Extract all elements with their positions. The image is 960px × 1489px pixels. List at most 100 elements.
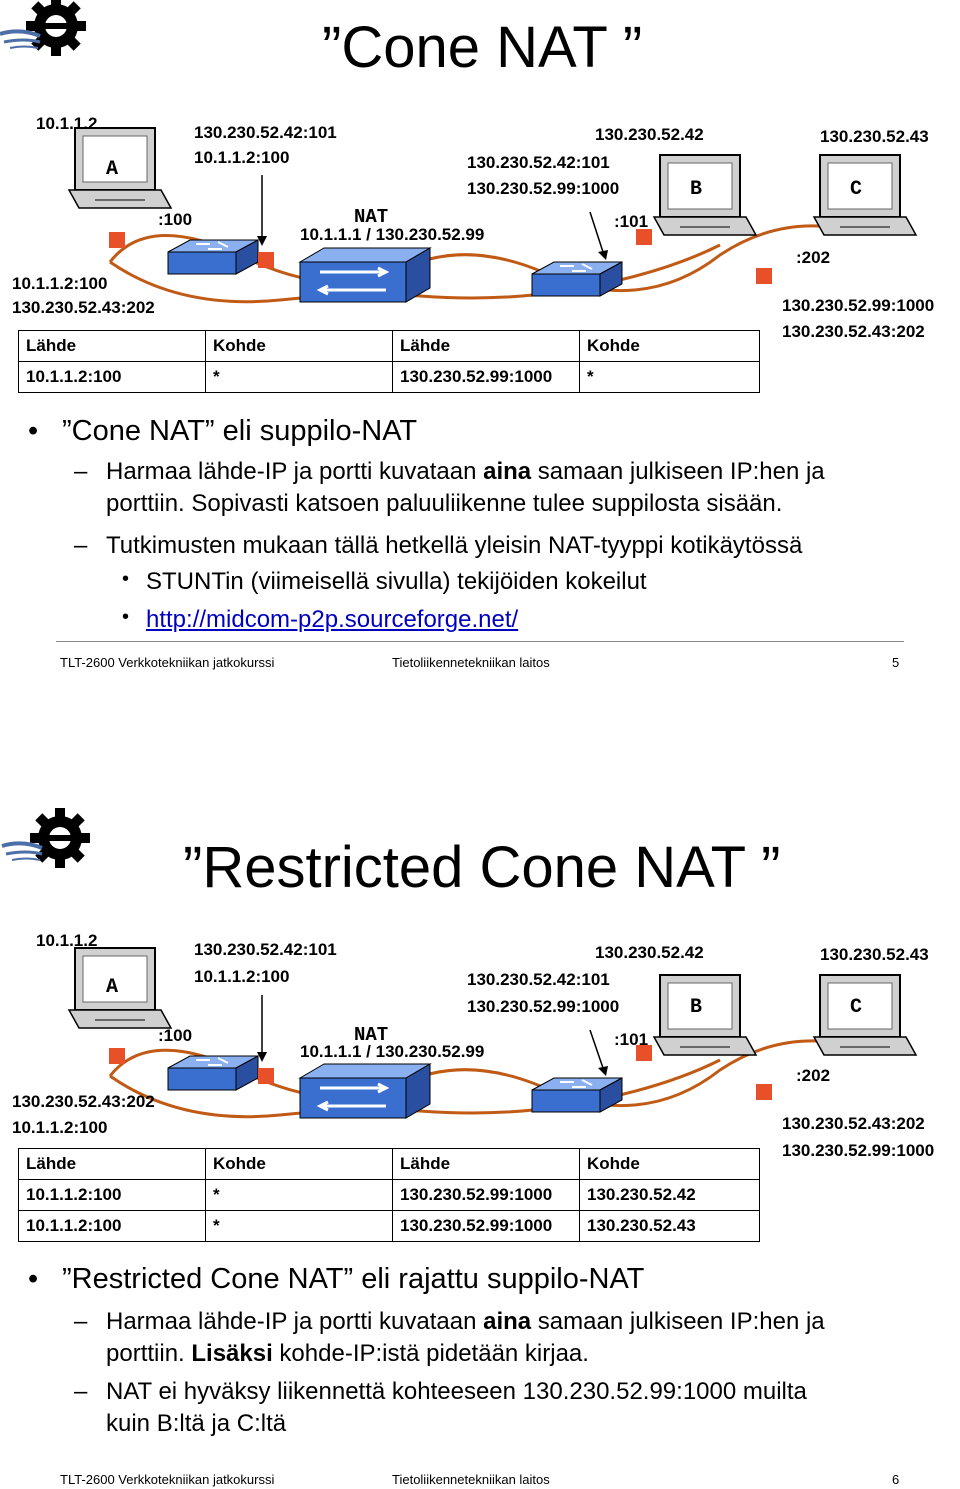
bullet-dot: • <box>28 1263 39 1295</box>
port-marker <box>636 229 652 245</box>
footer-course: TLT-2600 Verkkotekniikan jatkokurssi <box>60 655 275 670</box>
nat-address: 10.1.1.1 / 130.230.52.99 <box>300 1042 485 1061</box>
dash: – <box>74 1308 88 1335</box>
table-cell: * <box>205 1210 393 1242</box>
host-c-port: :202 <box>796 248 831 267</box>
table-header-row: Lähde Kohde Lähde Kohde <box>18 330 760 362</box>
nat-address: 10.1.1.1 / 130.230.52.99 <box>300 225 485 244</box>
flow-arc-lower <box>109 243 721 304</box>
table-cell: * <box>579 361 760 393</box>
table-row: 10.1.1.2:100 * 130.230.52.99:1000 * <box>18 361 760 393</box>
sub-bullet-2: Tutkimusten mukaan tällä hetkellä yleisi… <box>106 532 803 559</box>
table-cell: 130.230.52.99:1000 <box>392 361 580 393</box>
port-marker <box>756 1084 772 1100</box>
table-cell: * <box>205 361 393 393</box>
flow-arc-lower <box>109 1058 721 1119</box>
packet-out-dst: 130.230.52.42:101 <box>194 123 337 142</box>
table-cell: 130.230.52.42 <box>579 1179 760 1211</box>
switch-icon <box>531 261 623 297</box>
nat-router-icon <box>298 1063 432 1119</box>
host-a-label: A <box>106 158 119 181</box>
sub-bullet-1-line-2: porttiin. Sopivasti katsoen paluuliikenn… <box>106 490 783 517</box>
footer-divider <box>56 641 904 642</box>
page-number: 5 <box>892 655 900 670</box>
sub-bullet-2-line-2: kuin B:ltä ja C:ltä <box>106 1410 287 1437</box>
port-marker <box>756 268 772 284</box>
computer-icon <box>812 154 918 236</box>
host-a-mapping-1: 130.230.52.43:202 <box>12 1092 155 1111</box>
page-number: 6 <box>892 1472 900 1487</box>
packet-b-src: 130.230.52.99:1000 <box>467 997 620 1016</box>
nat-table: Lähde Kohde Lähde Kohde 10.1.1.2:100 * 1… <box>18 1148 760 1242</box>
switch-icon <box>167 1055 259 1091</box>
packet-b-dst: 130.230.52.42:101 <box>467 153 610 172</box>
host-c-ip: 130.230.52.43 <box>820 945 929 964</box>
host-b-ip: 130.230.52.42 <box>595 125 704 144</box>
port-marker <box>109 1048 125 1064</box>
footer-course: TLT-2600 Verkkotekniikan jatkokurssi <box>60 1472 275 1487</box>
switch-icon <box>167 239 259 275</box>
host-c-ip: 130.230.52.43 <box>820 127 929 146</box>
computer-icon <box>67 127 173 209</box>
sub-sub-dot: • <box>122 568 130 590</box>
host-b-label: B <box>690 996 703 1019</box>
nat-label: NAT <box>354 1024 389 1046</box>
source-link[interactable]: http://midcom-p2p.sourceforge.net/ <box>146 606 519 633</box>
table-cell: 130.230.52.43 <box>579 1210 760 1242</box>
host-a-mapping-1: 10.1.1.2:100 <box>12 274 108 293</box>
host-a-port: :100 <box>158 210 193 229</box>
host-b-ip: 130.230.52.42 <box>595 943 704 962</box>
bullet-main: ”Restricted Cone NAT” eli rajattu suppil… <box>62 1263 645 1295</box>
computer-icon <box>67 947 173 1029</box>
table-cell: * <box>205 1179 393 1211</box>
table-cell: 10.1.1.2:100 <box>18 361 206 393</box>
table-header-row: Lähde Kohde Lähde Kohde <box>18 1148 760 1180</box>
table-cell: 10.1.1.2:100 <box>18 1210 206 1242</box>
host-b-label: B <box>690 178 703 201</box>
port-marker <box>109 232 125 248</box>
host-c-label: C <box>850 178 863 201</box>
footer-department: Tietoliikennetekniikan laitos <box>392 1472 550 1487</box>
sub-bullet-1-line-2: porttiin. Lisäksi kohde-IP:istä pidetään… <box>106 1340 589 1367</box>
packet-out-src: 10.1.1.2:100 <box>194 148 290 167</box>
sub-sub-bullet-1: STUNTin (viimeisellä sivulla) tekijöiden… <box>146 568 647 595</box>
bullet-dot: • <box>28 415 39 447</box>
nat-router-icon <box>298 247 432 303</box>
bullet-main: ”Cone NAT” eli suppilo-NAT <box>62 415 418 447</box>
table-cell: 130.230.52.99:1000 <box>392 1210 580 1242</box>
table-cell: 130.230.52.99:1000 <box>392 1179 580 1211</box>
table-cell: 10.1.1.2:100 <box>18 1179 206 1211</box>
table-header: Kohde <box>205 1148 393 1180</box>
packet-out-dst: 130.230.52.42:101 <box>194 940 337 959</box>
sub-bullet-1: Harmaa lähde-IP ja portti kuvataan aina … <box>106 458 825 485</box>
host-a-label: A <box>106 976 119 999</box>
table-row: 10.1.1.2:100 * 130.230.52.99:1000 130.23… <box>18 1210 760 1242</box>
sub-sub-dot: • <box>122 606 130 628</box>
host-c-mapping-2: 130.230.52.43:202 <box>782 322 925 341</box>
sub-bullet-1: Harmaa lähde-IP ja portti kuvataan aina … <box>106 1308 825 1335</box>
host-c-mapping-1: 130.230.52.99:1000 <box>782 296 935 315</box>
sub-bullet-2: NAT ei hyväksy liikennettä kohteeseen 13… <box>106 1378 807 1405</box>
host-b-port: :101 <box>614 212 649 231</box>
packet-out-src: 10.1.1.2:100 <box>194 967 290 986</box>
table-header: Lähde <box>18 1148 206 1180</box>
host-c-label: C <box>850 996 863 1019</box>
table-header: Kohde <box>579 1148 760 1180</box>
table-header: Lähde <box>18 330 206 362</box>
footer-department: Tietoliikennetekniikan laitos <box>392 655 550 670</box>
nat-table: Lähde Kohde Lähde Kohde 10.1.1.2:100 * 1… <box>18 330 760 393</box>
table-header: Lähde <box>392 1148 580 1180</box>
table-row: 10.1.1.2:100 * 130.230.52.99:1000 130.23… <box>18 1179 760 1211</box>
slide-title: ”Cone NAT ” <box>322 15 643 80</box>
host-c-mapping-1: 130.230.52.43:202 <box>782 1114 925 1133</box>
computer-icon <box>812 974 918 1056</box>
computer-icon <box>652 154 758 236</box>
dash: – <box>74 532 88 559</box>
dash: – <box>74 458 88 485</box>
dash: – <box>74 1378 88 1405</box>
port-marker <box>258 252 274 268</box>
host-a-mapping-2: 10.1.1.2:100 <box>12 1118 108 1137</box>
table-header: Kohde <box>579 330 760 362</box>
